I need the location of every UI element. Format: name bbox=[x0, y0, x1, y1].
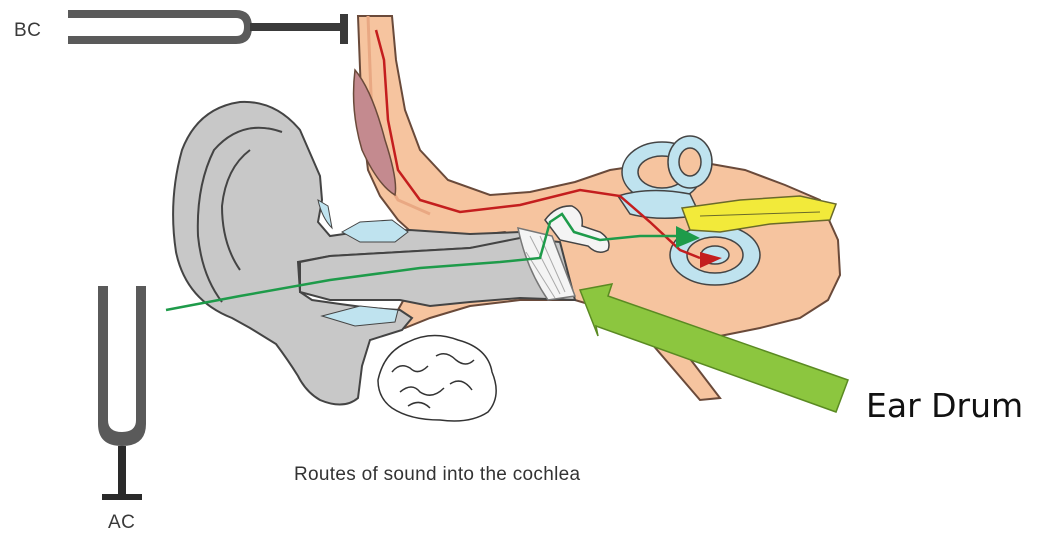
ac-tuning-fork-icon bbox=[98, 286, 146, 500]
bc-tuning-fork-icon bbox=[68, 10, 348, 44]
parotid-gland bbox=[378, 335, 496, 421]
ac-label: AC bbox=[108, 512, 135, 534]
diagram-caption: Routes of sound into the cochlea bbox=[294, 464, 580, 486]
ear-drum-label: Ear Drum bbox=[866, 386, 1023, 425]
bc-label: BC bbox=[14, 20, 41, 42]
